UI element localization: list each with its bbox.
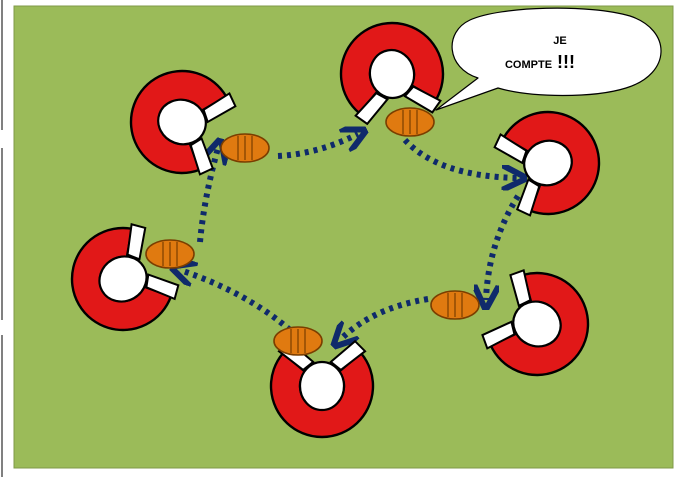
player-hand — [515, 178, 541, 217]
player-head — [523, 139, 573, 187]
pass-arrows — [180, 134, 518, 340]
speech-bubble: JE COMPTE!!! — [435, 7, 662, 111]
pass-arrow — [180, 270, 292, 333]
player — [70, 223, 180, 332]
pass-arrow — [402, 137, 517, 178]
player-hand — [126, 223, 147, 261]
player — [481, 268, 590, 377]
player-hand — [202, 91, 237, 124]
player-hand — [145, 273, 180, 301]
pass-arrow — [486, 194, 521, 300]
player-hand — [354, 91, 390, 126]
rugby-ball — [430, 290, 480, 320]
rugby-ball — [220, 133, 270, 163]
pass-arrow — [277, 134, 358, 159]
players — [70, 21, 601, 439]
player-hand — [481, 320, 516, 350]
player — [493, 110, 601, 217]
rugby-ball — [145, 239, 195, 269]
player-hand — [329, 339, 367, 372]
speech-text-line2: COMPTE!!! — [505, 52, 575, 72]
balls — [145, 107, 480, 356]
player-head — [98, 255, 148, 303]
rugby-ball — [273, 326, 323, 356]
speech-text-compte: COMPTE — [505, 59, 552, 71]
speech-text-line1: JE — [553, 35, 566, 47]
player — [339, 21, 445, 126]
player-hand — [189, 137, 215, 176]
player — [269, 339, 375, 439]
pass-arrow — [197, 148, 218, 243]
player-hand — [403, 85, 442, 114]
rugby-ball — [385, 107, 435, 137]
pass-arrow — [340, 296, 429, 340]
speech-bubble-shape — [435, 7, 662, 111]
player — [129, 69, 237, 176]
player-hand — [493, 132, 528, 165]
player-head — [512, 300, 562, 348]
player-head — [368, 48, 416, 100]
player-head — [298, 360, 346, 412]
speech-text-emphasis: !!! — [557, 52, 575, 72]
player-head — [157, 98, 207, 146]
player-hand — [509, 268, 532, 308]
